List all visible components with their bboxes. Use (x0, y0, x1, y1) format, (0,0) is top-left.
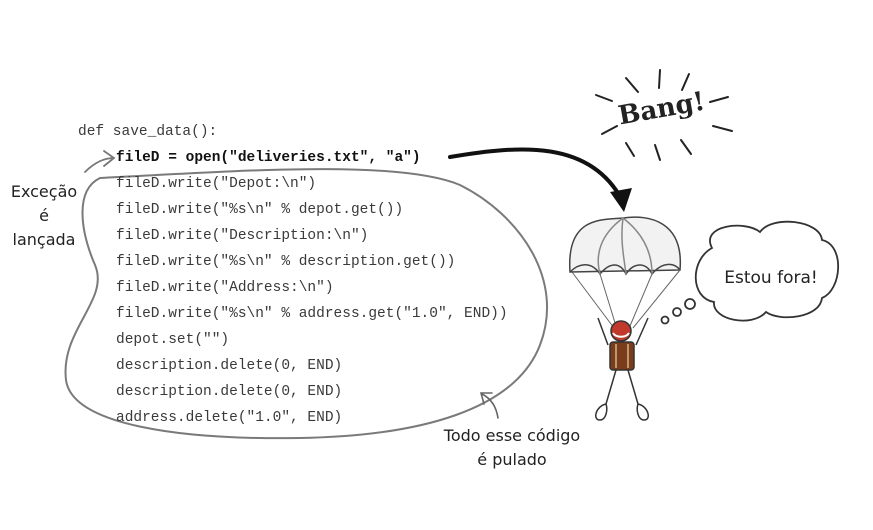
code-line: fileD.write("Depot:\n") (116, 176, 317, 192)
code-line: description.delete(0, END) (116, 358, 343, 374)
code-line: description.delete(0, END) (116, 384, 343, 400)
skipped-label-line: é pulado (477, 450, 547, 469)
parachute-icon (569, 216, 681, 329)
skipped-code-outline (64, 168, 549, 440)
code-line: fileD.write("Address:\n") (116, 280, 334, 296)
exception-label-line: Exceção (10, 182, 78, 201)
skipped-label-line: Todo esse código (443, 426, 581, 445)
code-line-def: def save_data(): (78, 124, 218, 140)
thought-bubble-icon (660, 220, 840, 325)
code-line: fileD.write("%s\n" % address.get("1.0", … (116, 306, 508, 322)
code-line: address.delete("1.0", END) (116, 410, 343, 426)
parachutist-figure (595, 317, 649, 421)
exception-label-line: lançada (12, 230, 76, 249)
code-line: depot.set("") (116, 332, 230, 348)
jump-arrow-head-icon (610, 188, 632, 212)
jump-arrow (448, 147, 624, 202)
code-skipped-label: Todo esse código é pulado (432, 424, 592, 472)
code-line-open-file: fileD = open("deliveries.txt", "a") (116, 150, 421, 166)
exception-thrown-label: Exceção é lançada (4, 180, 84, 252)
code-line: fileD.write("%s\n" % depot.get()) (116, 202, 404, 218)
code-line: fileD.write("Description:\n") (116, 228, 369, 244)
speech-text: Estou fora! (724, 268, 818, 288)
bang-burst-icon (595, 69, 733, 161)
exception-arrow-icon (84, 150, 116, 173)
code-line: fileD.write("%s\n" % description.get()) (116, 254, 456, 270)
exception-label-line: é (39, 206, 49, 225)
skipped-arrow-icon (479, 392, 499, 419)
